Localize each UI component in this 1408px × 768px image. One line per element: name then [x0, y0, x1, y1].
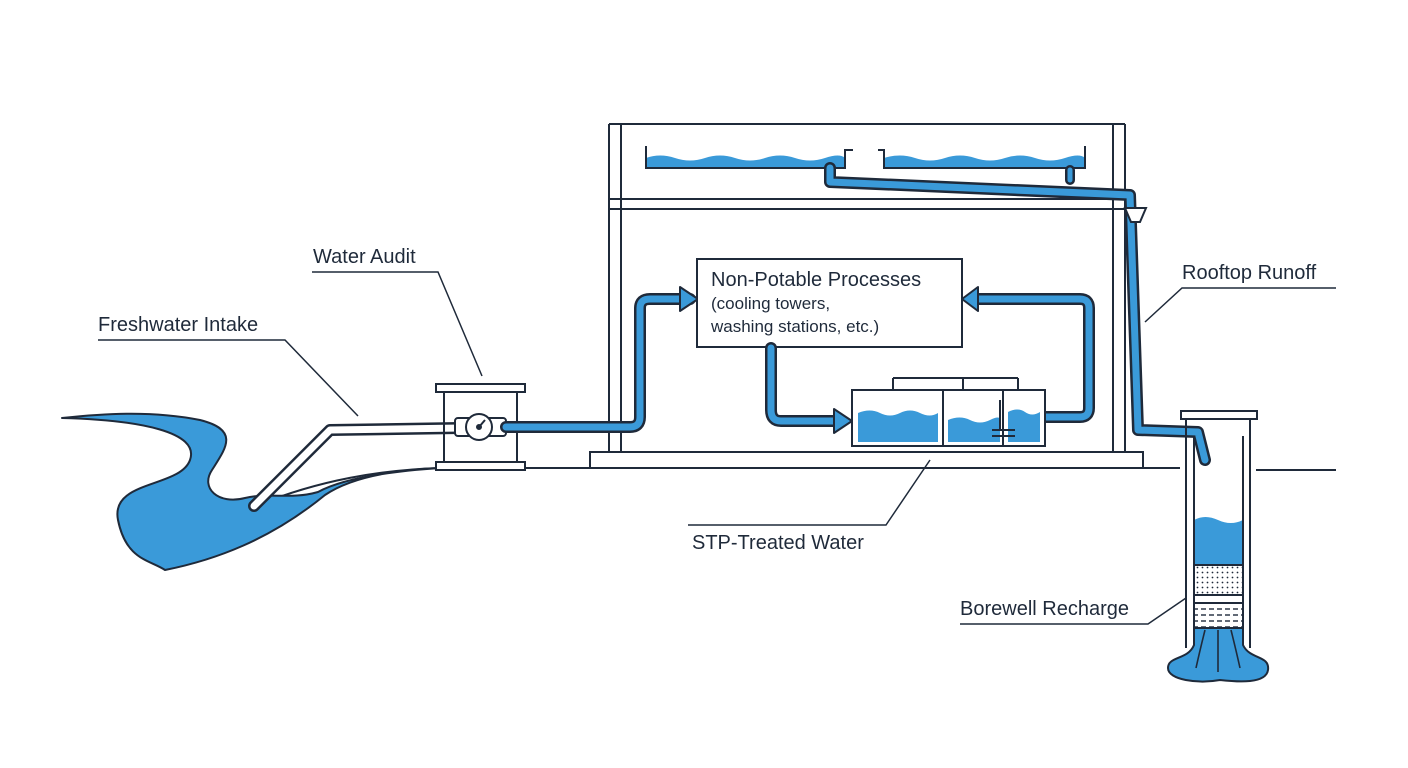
process-subtitle-line2: washing stations, etc.) [710, 317, 879, 336]
return-arrow [961, 286, 979, 312]
intake-pipe [248, 422, 466, 512]
label-water-audit: Water Audit [313, 246, 416, 268]
process-subtitle-line1: (cooling towers, [711, 294, 830, 313]
rooftop-downpipe [824, 162, 1211, 466]
label-borewell-recharge: Borewell Recharge [960, 598, 1129, 620]
ground-line [257, 467, 1336, 506]
stp-tanks [851, 377, 1046, 447]
supply-pipe [500, 293, 696, 433]
process-title: Non-Potable Processes [711, 269, 921, 291]
process-box [696, 258, 963, 348]
discharge-arrow [833, 408, 853, 434]
downpipe-funnel [1123, 207, 1148, 223]
recharge-flow-lines [1195, 629, 1241, 672]
process-discharge-pipe [765, 342, 841, 427]
river [61, 412, 441, 571]
building-frame [589, 123, 1144, 469]
rooftop-trays [645, 146, 1086, 169]
borewell [1180, 410, 1258, 648]
label-stp-treated-water: STP-Treated Water [692, 532, 864, 554]
water-audit-meter [435, 383, 526, 471]
label-freshwater-intake: Freshwater Intake [98, 314, 258, 336]
label-rooftop-runoff: Rooftop Runoff [1182, 262, 1317, 284]
stp-return-pipe [969, 293, 1095, 423]
supply-arrow [679, 286, 699, 312]
callout-lines [98, 271, 1336, 625]
